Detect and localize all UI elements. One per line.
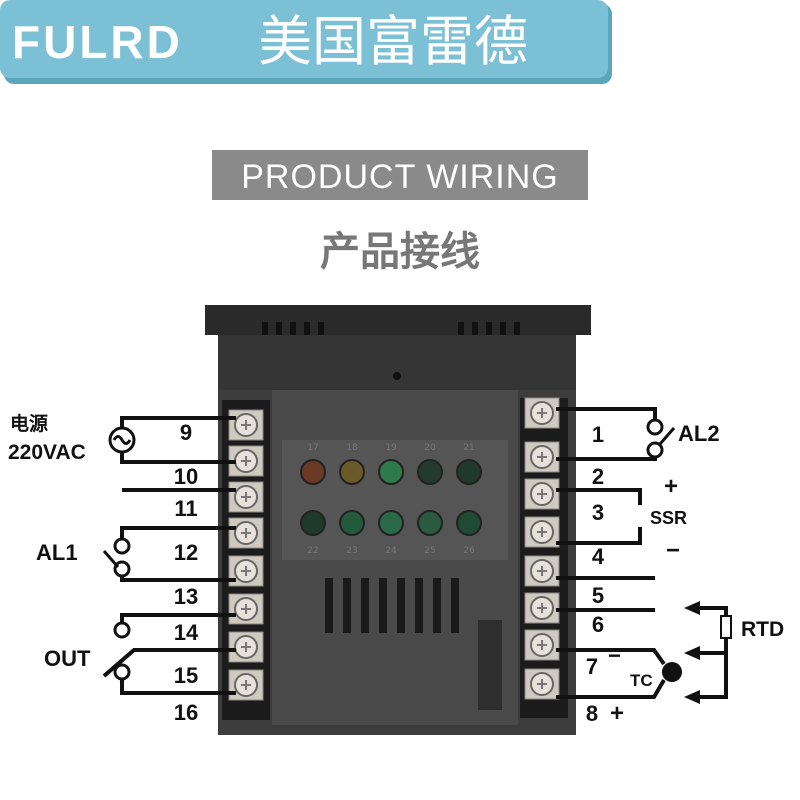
out-label: OUT — [44, 646, 91, 671]
terminal-screw-16 — [228, 669, 264, 701]
terminal-13: 13 — [174, 584, 198, 609]
out-switch-icon — [102, 648, 236, 678]
terminal-screw-3 — [524, 478, 560, 510]
tc-minus: − — [608, 643, 621, 668]
terminal-screw-9 — [228, 409, 264, 441]
terminal-3: 3 — [592, 500, 604, 525]
indicator-led — [456, 459, 482, 485]
terminal-screw-15 — [228, 631, 264, 663]
rtd-resistor-icon — [720, 615, 732, 639]
indicator-label: 17 — [307, 443, 318, 453]
brand-logo: FULRD — [12, 16, 183, 68]
terminal-screw-2 — [524, 441, 560, 473]
title-en: PRODUCT WIRING — [241, 158, 558, 196]
terminal-10: 10 — [174, 464, 198, 489]
terminal-screw-14 — [228, 593, 264, 625]
vents — [325, 578, 459, 633]
rtd-label: RTD — [741, 618, 784, 641]
terminal-screw-12 — [228, 517, 264, 549]
indicator-label: 23 — [346, 546, 357, 556]
indicator-label: 20 — [424, 443, 436, 453]
ssr-label: SSR — [650, 508, 687, 528]
out-contact-icon — [113, 621, 131, 639]
al2-contact-icon — [646, 418, 664, 436]
sine-wave-icon — [112, 435, 132, 445]
left-wiring — [102, 416, 236, 695]
terminal-15: 15 — [174, 663, 198, 688]
ssr-minus: − — [666, 537, 680, 564]
terminal-6: 6 — [592, 612, 604, 637]
indicator-led — [456, 510, 482, 536]
indicator-led — [378, 459, 404, 485]
indicator-label: 18 — [346, 443, 358, 453]
thermocouple-junction-icon — [662, 662, 682, 682]
indicator-label: 24 — [385, 546, 397, 556]
terminal-screw-1 — [524, 397, 560, 429]
controller-device: 17 22 18 23 19 24 20 25 21 26 — [205, 305, 591, 735]
indicator-led — [339, 459, 365, 485]
indicator-led — [300, 459, 326, 485]
terminal-9: 9 — [180, 420, 192, 445]
ssr-plus: + — [664, 473, 678, 500]
tc-label: TC — [630, 671, 653, 690]
terminal-screw-7 — [524, 629, 560, 661]
terminal-screw-4 — [524, 516, 560, 548]
terminal-screw-8 — [524, 668, 560, 700]
terminal-14: 14 — [174, 620, 199, 645]
title-box — [212, 150, 588, 200]
arrow-left-icon — [684, 690, 700, 704]
indicator-label: 19 — [385, 443, 397, 453]
indicator-led — [339, 510, 365, 536]
banner-background — [0, 0, 608, 78]
brand-banner: FULRD 美国富雷德 — [0, 0, 612, 84]
terminal-2: 2 — [592, 464, 604, 489]
terminal-screw-5 — [524, 555, 560, 587]
terminal-screw-6 — [524, 592, 560, 624]
al2-switch-icon — [658, 427, 676, 445]
terminal-1: 1 — [592, 422, 604, 447]
terminal-7: 7 — [586, 654, 598, 679]
arrow-left-icon — [684, 646, 700, 660]
terminal-8: 8 — [586, 701, 598, 726]
indicator-led — [300, 510, 326, 536]
indicator-led — [378, 510, 404, 536]
power-label: 220VAC — [8, 441, 86, 464]
indicator-led — [417, 459, 443, 485]
terminal-5: 5 — [592, 583, 604, 608]
al1-switch-icon — [102, 550, 120, 568]
indicator-label: 26 — [463, 546, 475, 556]
indicator-panel — [282, 440, 508, 560]
terminal-12: 12 — [174, 540, 198, 565]
title-cn: 产品接线 — [320, 229, 480, 275]
brand-name: 美国富雷德 — [258, 10, 528, 73]
terminal-16: 16 — [174, 700, 198, 725]
indicator-led — [417, 510, 443, 536]
indicator-label: 22 — [307, 546, 318, 556]
right-wiring — [556, 407, 732, 704]
terminal-11: 11 — [174, 496, 197, 521]
al2-label: AL2 — [678, 421, 720, 446]
indicator-label: 21 — [463, 443, 474, 453]
terminal-4: 4 — [592, 544, 605, 569]
terminal-screw-11 — [228, 481, 264, 513]
al1-label: AL1 — [36, 540, 78, 565]
tc-plus: + — [610, 700, 624, 727]
indicator-label: 25 — [424, 546, 435, 556]
al1-contact-icon — [113, 537, 131, 555]
power-label-cn: 电源 — [10, 412, 48, 435]
arrow-left-icon — [684, 601, 700, 615]
